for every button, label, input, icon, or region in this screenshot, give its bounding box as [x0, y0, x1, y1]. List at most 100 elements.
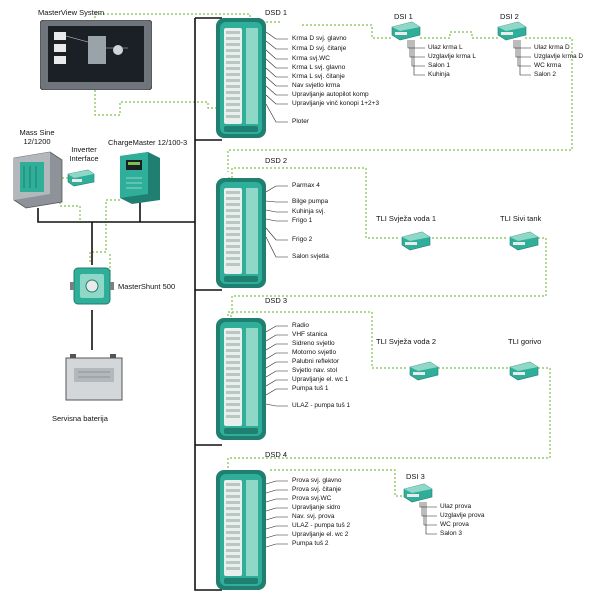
- masterview-title: MasterView System: [38, 8, 105, 17]
- output-lead: [265, 209, 288, 213]
- dsd-output-label: ULAZ - pumpa tuš 2: [292, 522, 351, 529]
- output-lead: [265, 76, 288, 87]
- dsd-output-label: Frigo 1: [292, 217, 313, 224]
- dsd-output-label: Krma D svj. glavno: [292, 35, 347, 42]
- input-lead: [421, 502, 437, 517]
- dsd-output-label: Prova svj.WC: [292, 495, 332, 502]
- dsi-input-label: Ulaz krma L: [428, 44, 463, 51]
- output-lead: [265, 403, 288, 407]
- output-lead: [265, 343, 288, 351]
- shunt-icon: [70, 262, 114, 310]
- dsd-output-label: Prova svj. glavno: [292, 477, 342, 484]
- dsi-module-icon: [390, 20, 422, 42]
- dsi-input-label: Uzglavlje krma D: [534, 53, 584, 60]
- input-lead: [513, 40, 531, 49]
- dsd-output-label: Pumpa tuš 2: [292, 540, 329, 547]
- dsd-output-label: Upravljanje autopilot komp: [292, 91, 369, 98]
- output-lead: [265, 85, 288, 96]
- dsd-output-label: Krma svj.WC: [292, 55, 330, 62]
- output-lead: [265, 67, 288, 78]
- dsi-input-label: Kuhinja: [428, 71, 450, 78]
- dsd-output-leads: [265, 31, 288, 548]
- chargemaster-title: ChargeMaster 12/100-3: [108, 138, 188, 147]
- output-lead: [265, 236, 288, 258]
- tli-module-icon: [508, 360, 540, 382]
- dsd-module-icon: [210, 318, 272, 440]
- interface-module-icon: [66, 168, 96, 188]
- output-lead: [265, 58, 288, 69]
- dsd-title: DSD 1: [265, 8, 288, 17]
- dsi-input-leads: [407, 40, 531, 535]
- tli-title: TLI Sivi tank: [500, 214, 542, 223]
- dsi-input-label: Salon 1: [428, 62, 451, 69]
- dsd-output-label: Ploter: [292, 118, 309, 125]
- output-lead: [265, 218, 288, 222]
- masterbus-dashed-network: [59, 13, 573, 497]
- charger-icon: [118, 150, 162, 205]
- output-lead: [265, 543, 288, 548]
- output-lead: [265, 379, 288, 387]
- dsd-title: DSD 4: [265, 450, 288, 459]
- dsd-output-label: Salon svjetla: [292, 253, 329, 260]
- tli-module-icon: [400, 230, 432, 252]
- output-lead: [265, 489, 288, 494]
- dsd-output-label: Radio: [292, 322, 309, 329]
- dsi-input-label: Ulaz krma D: [534, 44, 570, 51]
- input-lead: [517, 40, 531, 67]
- dsd-module-icon: [210, 470, 272, 590]
- dsi-title: DSI 3: [406, 472, 425, 481]
- dsd-output-label: Frigo 2: [292, 236, 313, 243]
- dsd-output-label: Bilge pumpa: [292, 198, 329, 205]
- dsd-output-label: Upravljanje el. wc 2: [292, 531, 349, 538]
- output-lead: [265, 498, 288, 503]
- dsd-module-icon: [210, 178, 272, 288]
- dsd-output-label: Motorno svjetlo: [292, 349, 337, 356]
- input-lead: [425, 502, 437, 535]
- input-lead: [411, 40, 425, 67]
- dsi-input-label: Salon 2: [534, 71, 557, 78]
- mass-sine-title: Mass Sine 12/1200: [19, 128, 55, 146]
- touchscreen-panel-icon: [39, 19, 153, 91]
- dsd-output-label: Prova svj. čitanje: [292, 486, 342, 493]
- output-lead: [265, 361, 288, 369]
- battery-title: Servisna baterija: [52, 414, 108, 423]
- dsd-title: DSD 2: [265, 156, 288, 165]
- output-lead: [265, 334, 288, 342]
- dsd-output-label: Krma L svj. glavno: [292, 64, 346, 71]
- dsi-input-label: WC prova: [440, 521, 469, 528]
- dsi-module-icon: [402, 482, 434, 504]
- output-lead: [265, 31, 288, 40]
- output-lead: [265, 94, 288, 105]
- battery-icon: [64, 350, 124, 402]
- dsi-input-label: Uzglavlje prova: [440, 512, 485, 519]
- dsd-output-label: Nav svjetlo krma: [292, 82, 341, 89]
- output-lead: [265, 40, 288, 50]
- dsi-module-icon: [496, 20, 528, 42]
- dsd-output-label: Upravljanje el. wc 1: [292, 376, 349, 383]
- tli-title: TLI gorivo: [508, 337, 542, 346]
- tli-title: TLI Svježa voda 2: [376, 337, 437, 346]
- dsd-output-label: Palubni reflektor: [292, 358, 339, 365]
- dsd-output-label: Upravljanje vinč konopi 1+2+3: [292, 100, 380, 107]
- output-lead: [265, 507, 288, 512]
- input-lead: [413, 40, 425, 76]
- tli-module-icon: [408, 360, 440, 382]
- output-lead: [265, 516, 288, 521]
- inverter-icon: [10, 150, 66, 210]
- input-lead: [515, 40, 531, 58]
- output-lead: [265, 185, 288, 193]
- output-lead: [265, 370, 288, 378]
- tli-module-icon: [508, 230, 540, 252]
- output-lead: [265, 325, 288, 333]
- output-lead: [265, 480, 288, 485]
- output-lead: [265, 200, 288, 203]
- mastershunt-title: MasterShunt 500: [118, 282, 176, 291]
- output-lead: [265, 388, 288, 396]
- dsd-output-label: ULAZ - pumpa tuš 1: [292, 402, 351, 409]
- dsd-output-label: Sidreno svjetlo: [292, 340, 335, 347]
- output-lead: [265, 534, 288, 539]
- dsd-output-label: VHF stanica: [292, 331, 328, 338]
- output-lead: [265, 49, 288, 60]
- dsi-title: DSI 1: [394, 12, 413, 21]
